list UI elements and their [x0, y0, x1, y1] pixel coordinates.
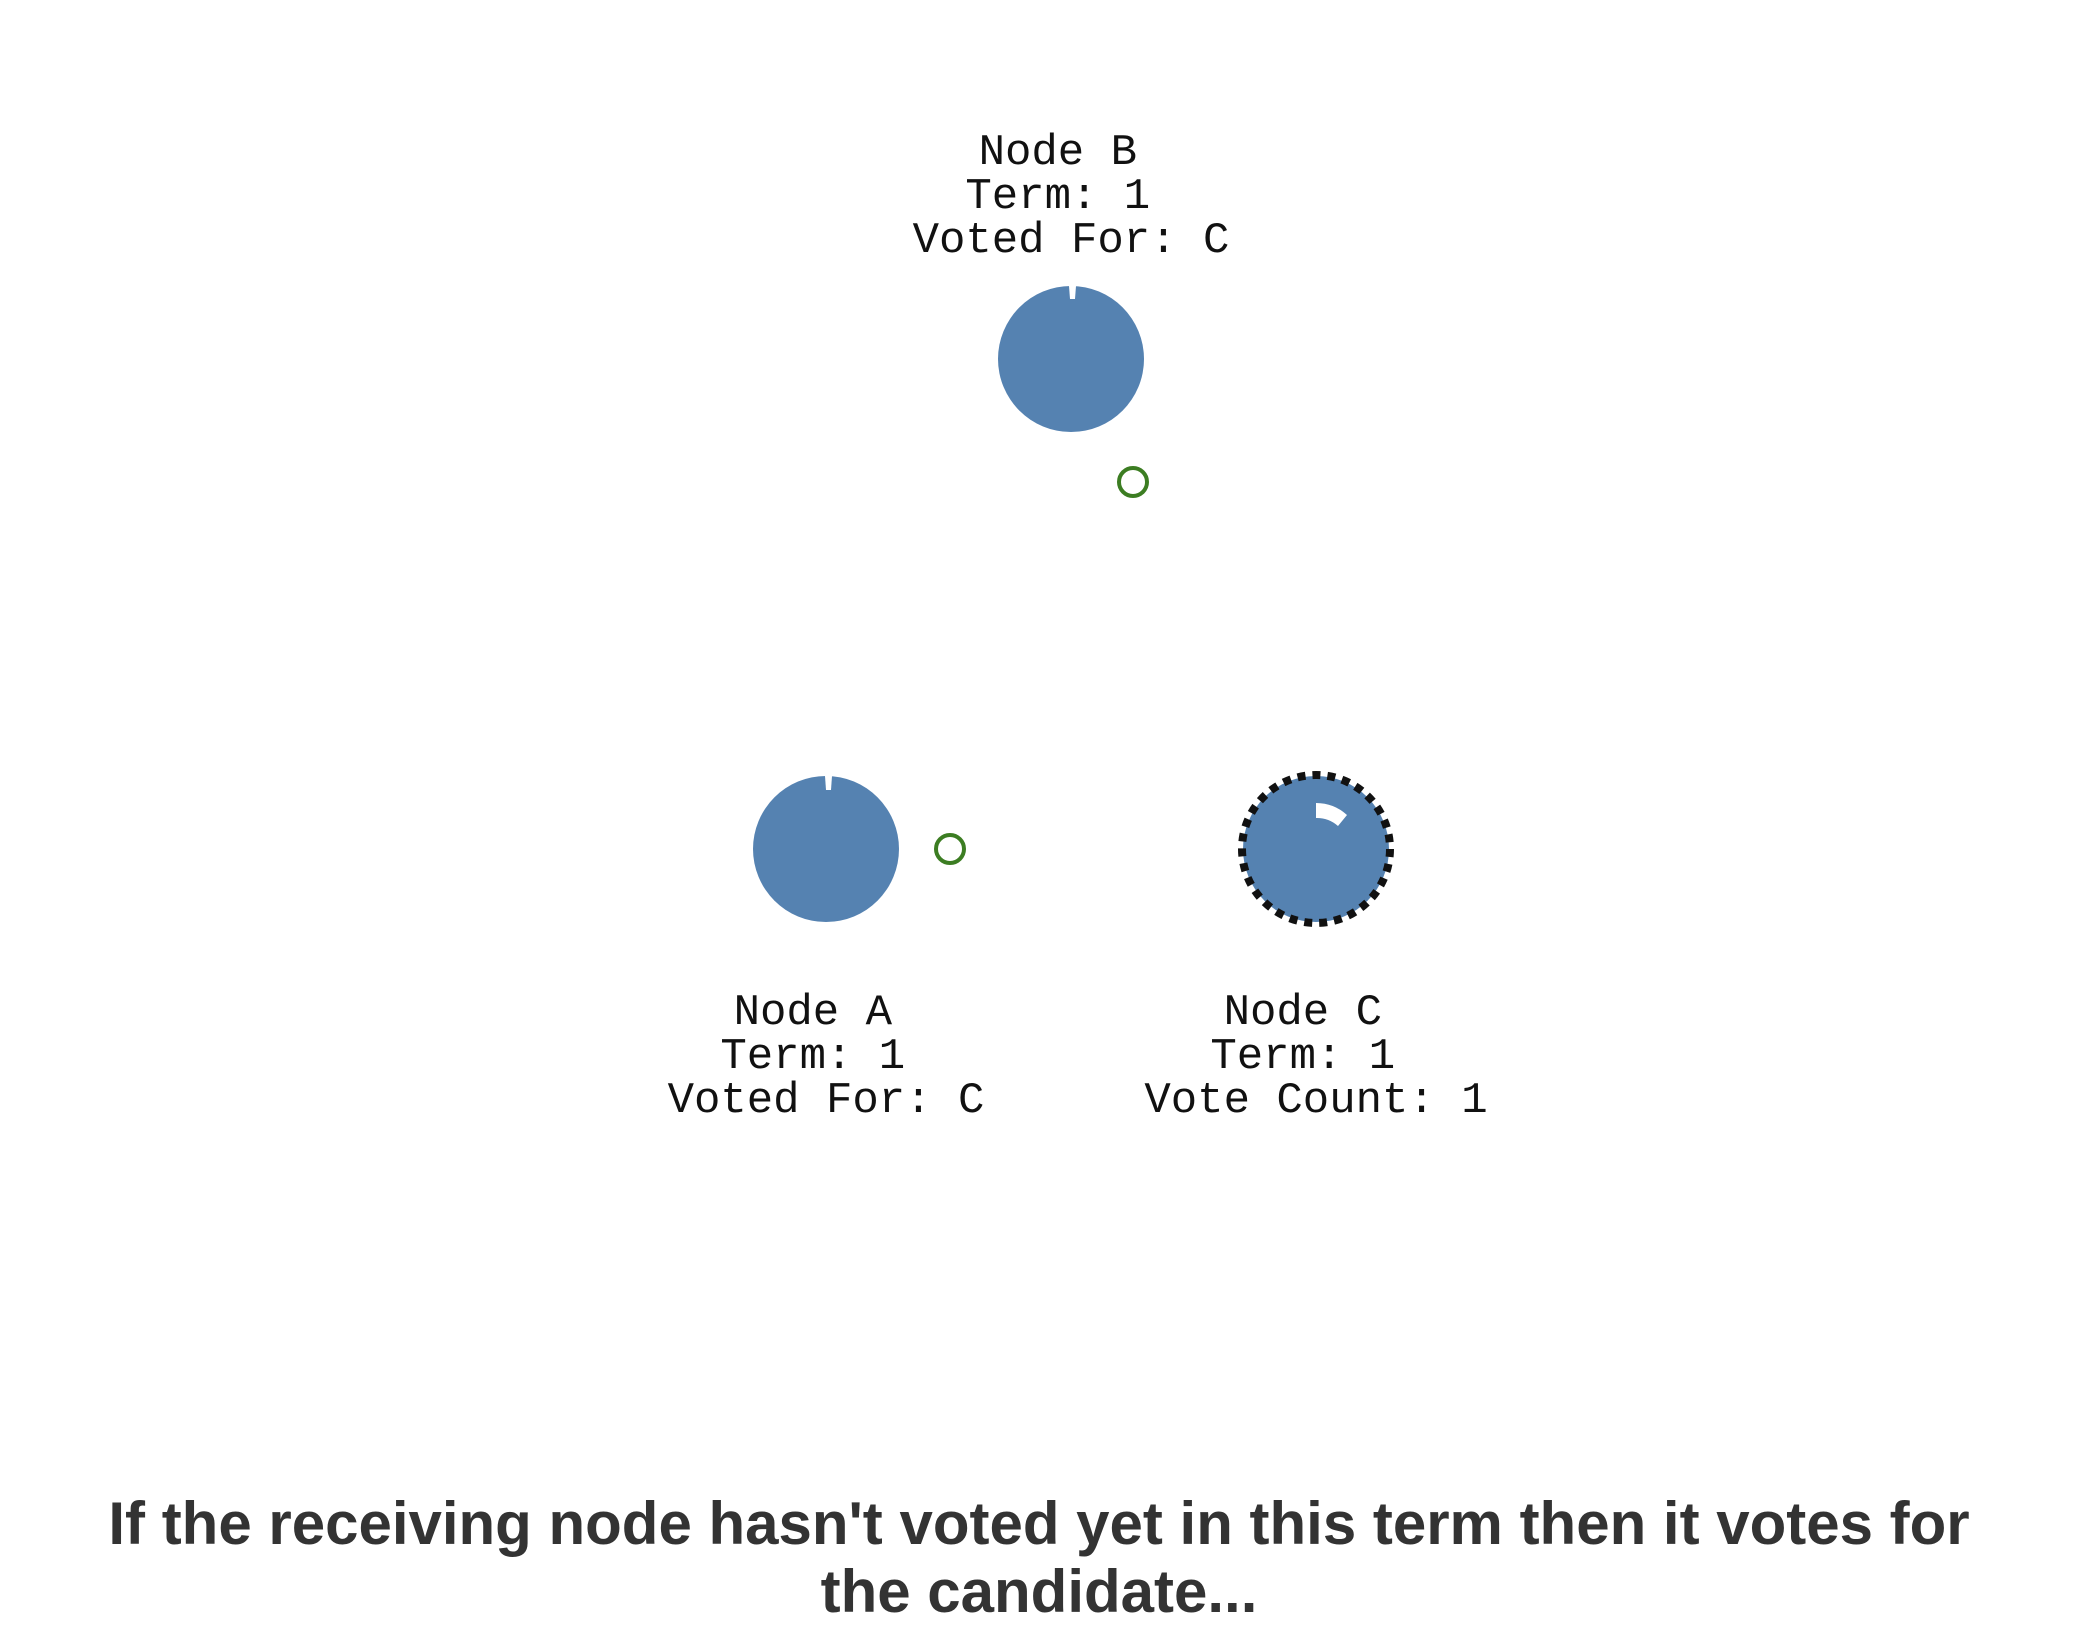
node-b-election-timer-icon [1069, 286, 1076, 299]
node-c-circle [1243, 776, 1389, 922]
svg-text:Node C Term: 1 Vot: Node C Term: 1 Vote Count: 1 [1144, 988, 1487, 1126]
node-a-circle [753, 776, 899, 922]
candidate-ring-icon [1238, 771, 1394, 927]
node-a[interactable]: Node A Term: 1 Voted For: C [668, 776, 985, 1126]
node-a-election-timer-icon [825, 776, 832, 790]
node-b[interactable]: Node B Term: 1 Voted For: C [913, 128, 1230, 432]
node-b-name: Node B [979, 128, 1137, 178]
svg-text:Node B Term: 1 Vot: Node B Term: 1 Voted For: C [913, 128, 1230, 266]
svg-text:Node A Term: 1 Vot: Node A Term: 1 Voted For: C [668, 988, 985, 1126]
node-c-vote-count: Vote Count: 1 [1144, 1076, 1487, 1126]
node-b-term: Term: 1 [965, 172, 1150, 222]
node-c-term: Term: 1 [1210, 1032, 1395, 1082]
node-a-term: Term: 1 [720, 1032, 905, 1082]
vote-response-icon [934, 833, 966, 865]
node-b-circle [998, 286, 1144, 432]
node-c-name: Node C [1224, 988, 1382, 1038]
node-b-voted-for: Voted For: C [913, 216, 1230, 266]
vote-response-icon [1117, 466, 1149, 498]
step-caption: If the receiving node hasn't voted yet i… [108, 1490, 1970, 1625]
node-c-election-timer-icon [1316, 803, 1347, 826]
node-c[interactable]: Node C Term: 1 Vote Count: 1 [1144, 771, 1488, 1126]
node-a-voted-for: Voted For: C [668, 1076, 985, 1126]
node-a-name: Node A [734, 988, 893, 1038]
